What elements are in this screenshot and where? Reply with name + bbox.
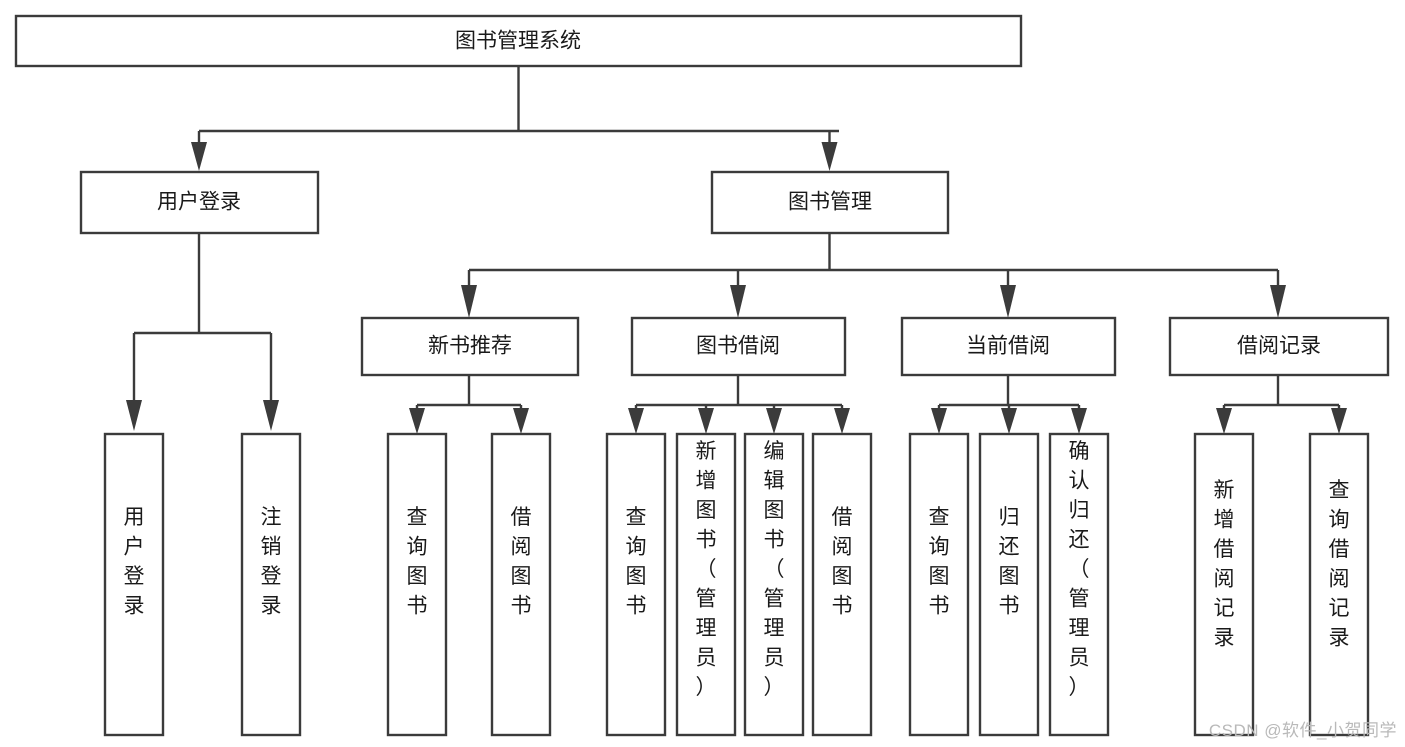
leaf-logout-login[interactable]: 注销登录 <box>240 432 302 737</box>
leaf-edit-book-box[interactable] <box>743 432 805 737</box>
node-book-manage-box[interactable] <box>710 170 950 235</box>
arrow-to-leaf-edit-book <box>766 408 782 434</box>
leaf-confirm-return-box[interactable] <box>1048 432 1110 737</box>
node-user-login-label: 用户登录 <box>157 191 241 214</box>
leaf-add-record[interactable]: 新增借阅记录 <box>1193 432 1255 737</box>
leaf-query-record-box[interactable] <box>1308 432 1370 737</box>
leaf-query-record[interactable]: 查询借阅记录 <box>1308 432 1370 737</box>
leaf-logout-login-label: 注销登录 <box>261 506 282 618</box>
leaf-add-record-box[interactable] <box>1193 432 1255 737</box>
arrow-to-leaf-query-record <box>1331 408 1347 434</box>
node-current-borrow-box[interactable] <box>900 316 1117 377</box>
leaf-edit-book-label: 编辑图书（管理员） <box>764 440 785 699</box>
leaf-add-book-box[interactable] <box>675 432 737 737</box>
leaf-query-book-2[interactable]: 查询图书 <box>605 432 667 737</box>
node-root-label: 图书管理系统 <box>455 30 581 53</box>
node-root[interactable]: 图书管理系统 <box>14 14 1023 68</box>
arrow-to-new-book-recommend <box>461 285 477 318</box>
node-book-manage[interactable]: 图书管理 <box>710 170 950 235</box>
node-borrow-record-box[interactable] <box>1168 316 1390 377</box>
node-current-borrow-label: 当前借阅 <box>966 335 1050 358</box>
arrow-to-leaf-query-book-1 <box>409 408 425 434</box>
leaf-query-book-1[interactable]: 查询图书 <box>386 432 448 737</box>
leaf-query-book-2-label: 查询图书 <box>626 506 647 618</box>
arrow-root-to-book-manage <box>821 142 838 171</box>
node-user-login[interactable]: 用户登录 <box>79 170 320 235</box>
leaf-query-book-3-label: 查询图书 <box>929 506 950 618</box>
leaf-user-login-box[interactable] <box>103 432 165 737</box>
arrow-to-borrow-record <box>1270 285 1286 318</box>
leaf-add-record-label: 新增借阅记录 <box>1214 479 1235 650</box>
arrow-to-leaf-borrow-book-1 <box>513 408 529 434</box>
arrow-to-leaf-user-login <box>126 400 142 431</box>
node-new-book-recommend-box[interactable] <box>360 316 580 377</box>
node-user-login-box[interactable] <box>79 170 320 235</box>
leaf-query-book-3[interactable]: 查询图书 <box>908 432 970 737</box>
arrow-root-to-user-login <box>191 142 207 171</box>
leaf-borrow-book-2[interactable]: 借阅图书 <box>811 432 873 737</box>
node-current-borrow[interactable]: 当前借阅 <box>900 316 1117 377</box>
leaf-edit-book[interactable]: 编辑图书（管理员） <box>743 432 805 737</box>
node-book-borrow-box[interactable] <box>630 316 847 377</box>
node-book-borrow-label: 图书借阅 <box>696 335 780 358</box>
arrow-to-leaf-logout-login <box>263 400 279 431</box>
arrow-to-leaf-return-book <box>1001 408 1017 434</box>
leaf-borrow-book-1[interactable]: 借阅图书 <box>490 432 552 737</box>
leaf-confirm-return-label: 确认归还（管理员） <box>1069 440 1090 699</box>
arrow-to-current-borrow <box>1000 285 1016 318</box>
node-book-borrow[interactable]: 图书借阅 <box>630 316 847 377</box>
arrow-to-leaf-borrow-book-2 <box>834 408 850 434</box>
arrow-to-leaf-query-book-2 <box>628 408 644 434</box>
leaf-borrow-book-1-box[interactable] <box>490 432 552 737</box>
leaf-user-login[interactable]: 用户登录 <box>103 432 165 737</box>
leaf-borrow-book-2-label: 借阅图书 <box>832 506 853 618</box>
node-book-manage-label: 图书管理 <box>788 191 872 214</box>
leaf-borrow-book-2-box[interactable] <box>811 432 873 737</box>
arrow-to-leaf-add-record <box>1216 408 1232 434</box>
leaf-query-book-1-box[interactable] <box>386 432 448 737</box>
leaf-return-book-box[interactable] <box>978 432 1040 737</box>
leaf-add-book[interactable]: 新增图书（管理员） <box>675 432 737 737</box>
leaf-query-record-label: 查询借阅记录 <box>1329 479 1350 650</box>
csdn-watermark: CSDN @软件_小贺同学 <box>1208 721 1397 740</box>
leaf-query-book-1-label: 查询图书 <box>407 506 428 618</box>
leaf-query-book-3-box[interactable] <box>908 432 970 737</box>
node-root-box[interactable] <box>14 14 1023 68</box>
leaf-return-book-label: 归还图书 <box>999 506 1020 618</box>
leaf-query-book-2-box[interactable] <box>605 432 667 737</box>
connector-layer <box>126 66 1347 434</box>
leaf-confirm-return[interactable]: 确认归还（管理员） <box>1048 432 1110 737</box>
arrow-to-leaf-query-book-3 <box>931 408 947 434</box>
arrow-to-leaf-confirm-return <box>1071 408 1087 434</box>
node-new-book-recommend-label: 新书推荐 <box>428 335 512 358</box>
leaf-add-book-label: 新增图书（管理员） <box>696 440 717 699</box>
arrow-to-book-borrow <box>730 285 746 318</box>
leaf-logout-login-box[interactable] <box>240 432 302 737</box>
leaf-borrow-book-1-label: 借阅图书 <box>511 506 532 618</box>
node-new-book-recommend[interactable]: 新书推荐 <box>360 316 580 377</box>
arrow-to-leaf-add-book <box>698 408 714 434</box>
node-borrow-record[interactable]: 借阅记录 <box>1168 316 1390 377</box>
node-borrow-record-label: 借阅记录 <box>1237 335 1321 358</box>
leaf-return-book[interactable]: 归还图书 <box>978 432 1040 737</box>
leaf-user-login-label: 用户登录 <box>124 506 145 618</box>
